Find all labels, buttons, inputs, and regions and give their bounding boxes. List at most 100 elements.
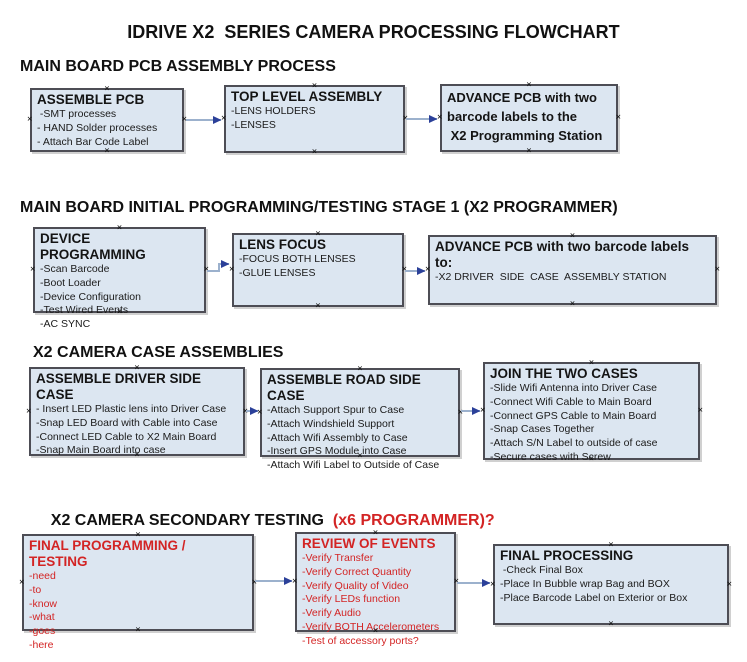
flow-box-top-level-assembly: TOP LEVEL ASSEMBLY -LENS HOLDERS -LENSES…: [221, 82, 408, 157]
box-item: -Device Configuration: [40, 290, 141, 303]
connection-handle-icon: ×: [608, 619, 614, 629]
flow-box-final-programming-testing: FINAL PROGRAMMING / TESTING -need -to -k…: [19, 531, 257, 651]
box-item: -X2 DRIVER SIDE CASE ASSEMBLY STATION: [435, 271, 667, 283]
box-item: -Snap Main Board into case: [36, 444, 166, 457]
box-title: DEVICE PROGRAMMING: [40, 231, 146, 262]
box-item: -Attach Wifi Assembly to Case: [267, 431, 408, 444]
box-item: -SMT processes: [37, 108, 117, 120]
box-item: -Secure cases with Screw: [490, 450, 611, 463]
section-heading-black-part: X2 CAMERA SECONDARY TESTING: [50, 512, 333, 529]
connection-handle-icon: ×: [181, 114, 187, 125]
box-item: -to: [29, 583, 42, 596]
connection-handle-icon: ×: [726, 579, 732, 589]
flow-box-device-programming: DEVICE PROGRAMMING -Scan Barcode -Boot L…: [30, 224, 209, 331]
box-item: -goes: [29, 625, 56, 638]
connection-handle-icon: ×: [697, 405, 703, 416]
connection-handle-icon: ×: [221, 113, 227, 124]
section-heading-secondary-testing: X2 CAMERA SECONDARY TESTING (x6 PROGRAMM…: [33, 494, 495, 548]
box-item: -Place In Bubble wrap Bag and BOX: [500, 577, 670, 590]
flow-box-final-processing: FINAL PROCESSING -Check Final Box -Place…: [490, 541, 732, 629]
connection-handle-icon: ×: [203, 264, 209, 275]
box-item: -Connect LED Cable to X2 Main Board: [36, 430, 217, 443]
page-title: IDRIVE X2 SERIES CAMERA PROCESSING FLOWC…: [127, 22, 620, 42]
connection-handle-icon: ×: [229, 264, 235, 275]
box-item: -Verify Quality of Video: [302, 579, 409, 592]
box-item: -know: [29, 597, 58, 610]
connection-handle-icon: ×: [615, 112, 621, 123]
box-title: ASSEMBLE ROAD SIDE CASE: [267, 372, 425, 403]
box-title: FINAL PROGRAMMING / TESTING: [29, 538, 190, 569]
section-heading-initial-programming: MAIN BOARD INITIAL PROGRAMMING/TESTING S…: [20, 199, 618, 216]
box-title: ADVANCE PCB with two barcode labels to:: [435, 239, 693, 270]
box-item: X2 Programming Station: [447, 128, 603, 143]
box-item: -Test Wired Events: [40, 304, 129, 317]
flow-box-assemble-driver-side-case: ASSEMBLE DRIVER SIDE CASE - Insert LED P…: [26, 364, 248, 460]
box-item: - Attach Bar Code Label: [37, 135, 149, 148]
connection-handle-icon: ×: [26, 406, 32, 416]
connection-handle-icon: ×: [714, 264, 720, 275]
connection-handle-icon: ×: [30, 264, 36, 275]
flow-box-assemble-pcb: ASSEMBLE PCB -SMT processes - HAND Solde…: [27, 85, 187, 156]
box-item: -Attach Windshield Support: [267, 417, 395, 430]
connection-handle-icon: ×: [257, 407, 263, 417]
connection-handle-icon: ×: [242, 406, 248, 416]
box-title: TOP LEVEL ASSEMBLY: [231, 89, 383, 104]
box-item: -what: [29, 611, 55, 624]
box-item: -Connect GPS Cable to Main Board: [490, 409, 657, 422]
box-item: - Insert LED Plastic lens into Driver Ca…: [36, 403, 227, 415]
box-item: -Attach S/N Label to outside of case: [490, 437, 658, 450]
flow-box-lens-focus: LENS FOCUS -FOCUS BOTH LENSES -GLUE LENS…: [229, 230, 407, 311]
box-item: -Check Final Box: [500, 564, 583, 576]
box-title: REVIEW OF EVENTS: [302, 536, 436, 551]
connection-handle-icon: ×: [425, 264, 431, 275]
section-heading-case-assemblies: X2 CAMERA CASE ASSEMBLIES: [33, 344, 284, 361]
box-item: -FOCUS BOTH LENSES: [239, 253, 356, 265]
box-item: -LENSES: [231, 118, 276, 131]
connection-handle-icon: ×: [27, 114, 33, 125]
box-item: - HAND Solder processes: [37, 121, 158, 134]
box-item: ADVANCE PCB with two: [447, 90, 597, 105]
box-item: -Test of accessory ports?: [302, 634, 419, 647]
connection-handle-icon: ×: [480, 405, 486, 416]
box-title: ASSEMBLE PCB: [37, 92, 145, 107]
connection-handle-icon: ×: [457, 407, 463, 417]
box-item: -GLUE LENSES: [239, 266, 316, 279]
box-item: -Scan Barcode: [40, 263, 110, 275]
box-item: -Place Barcode Label on Exterior or Box: [500, 591, 688, 604]
box-item: -Snap Cases Together: [490, 423, 595, 436]
connection-handle-icon: ×: [437, 112, 443, 123]
connection-handle-icon: ×: [315, 301, 321, 311]
flow-box-review-of-events: REVIEW OF EVENTS -Verify Transfer -Verif…: [292, 529, 459, 647]
connection-handle-icon: ×: [569, 299, 576, 309]
section-heading-red-part: (x6 PROGRAMMER)?: [332, 512, 495, 529]
box-item: -Connect Wifi Cable to Main Board: [490, 395, 652, 408]
box-item: -Verify Audio: [302, 607, 361, 620]
box-item: -Snap LED Board with Cable into Case: [36, 416, 218, 429]
connection-handle-icon: ×: [526, 146, 532, 156]
connector-arrow: [207, 260, 230, 272]
connection-handle-icon: ×: [402, 113, 408, 124]
box-item: -Attach Wifi Label to Outside of Case: [267, 459, 440, 472]
box-item: -Verify Transfer: [302, 552, 374, 564]
connection-handle-icon: ×: [292, 576, 298, 587]
box-item: -Verify LEDs function: [302, 593, 401, 606]
connection-handle-icon: ×: [311, 147, 318, 157]
box-title: JOIN THE TWO CASES: [490, 366, 638, 381]
box-title: ASSEMBLE DRIVER SIDE CASE: [36, 371, 205, 402]
box-item: -need: [29, 570, 56, 582]
box-item: barcode labels to the: [447, 109, 578, 124]
box-item: -Attach Support Spur to Case: [267, 404, 405, 416]
flow-box-assemble-road-side-case: ASSEMBLE ROAD SIDE CASE -Attach Support …: [257, 365, 463, 472]
flow-box-join-the-two-cases: JOIN THE TWO CASES -Slide Wifi Antenna i…: [480, 359, 703, 464]
box-item: -Verify Correct Quantity: [302, 565, 412, 578]
box-item: -Insert GPS Module into Case: [267, 445, 407, 458]
box-title: LENS FOCUS: [239, 237, 327, 252]
connection-handle-icon: ×: [490, 579, 496, 589]
connection-handle-icon: ×: [19, 577, 25, 587]
box-title: FINAL PROCESSING: [500, 548, 634, 563]
connection-handle-icon: ×: [401, 264, 407, 275]
section-heading-pcb-assembly: MAIN BOARD PCB ASSEMBLY PROCESS: [20, 58, 336, 75]
flow-box-advance-pcb-to-programming-station: ADVANCE PCB with two barcode labels to t…: [437, 81, 621, 156]
connection-handle-icon: ×: [453, 576, 459, 587]
